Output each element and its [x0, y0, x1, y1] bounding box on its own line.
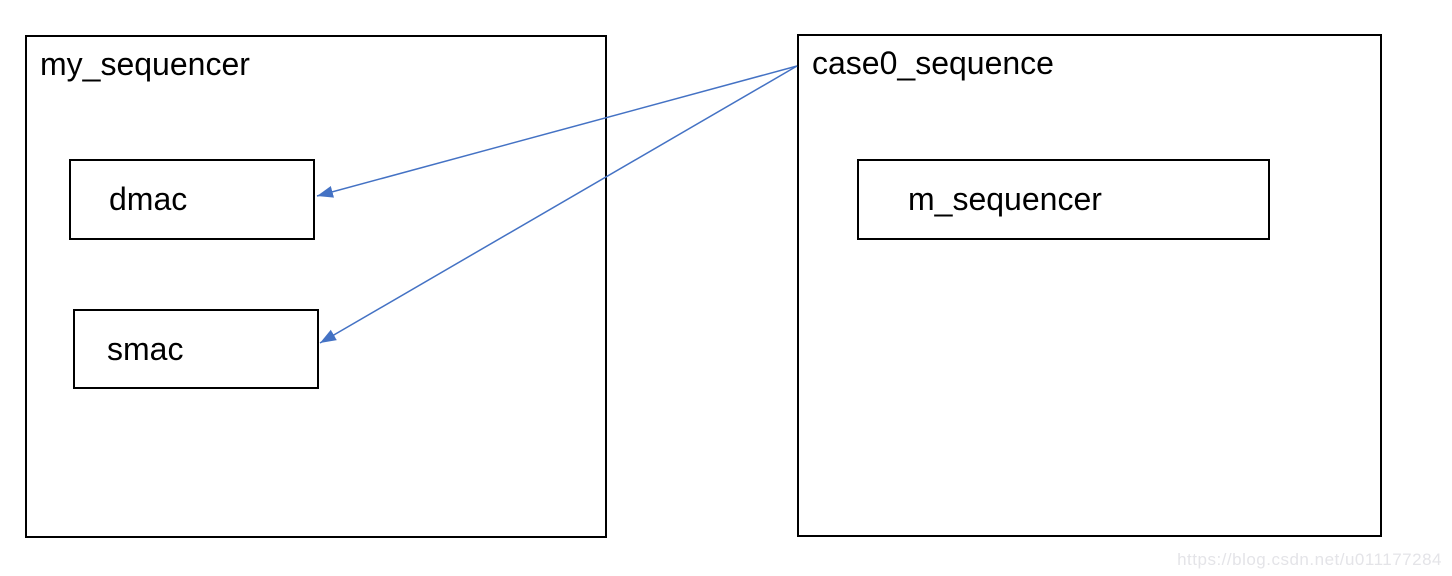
- dmac-box: dmac: [69, 159, 315, 240]
- my-sequencer-label: my_sequencer: [40, 46, 250, 82]
- dmac-label: dmac: [109, 181, 188, 217]
- watermark-text: https://blog.csdn.net/u011177284: [1177, 550, 1442, 569]
- case0-sequence-label: case0_sequence: [812, 45, 1054, 81]
- case0-sequence-container: case0_sequence m_sequencer: [797, 34, 1382, 537]
- m-sequencer-label: m_sequencer: [908, 181, 1102, 217]
- my-sequencer-container: my_sequencer dmac smac: [25, 35, 607, 538]
- smac-box: smac: [73, 309, 319, 389]
- smac-label: smac: [107, 330, 184, 367]
- m-sequencer-box: m_sequencer: [857, 159, 1270, 240]
